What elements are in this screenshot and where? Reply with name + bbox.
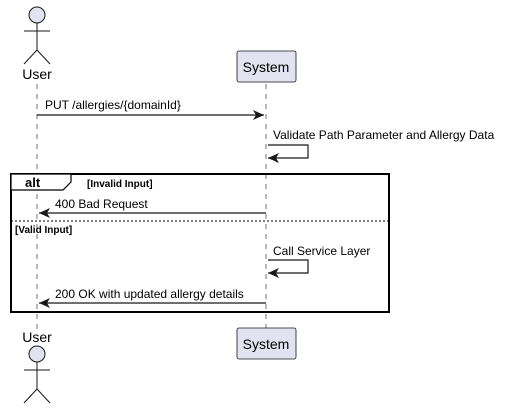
message-arrowhead-2 — [268, 153, 279, 163]
message-label-5: 200 OK with updated allergy details — [55, 287, 244, 301]
message-label-1: PUT /allergies/{domainId} — [45, 98, 181, 112]
user-actor-top — [23, 6, 51, 65]
user-label-bottom: User — [22, 329, 52, 345]
alt-guard-invalid: [Invalid Input] — [87, 179, 153, 190]
message-label-3: 400 Bad Request — [55, 197, 148, 211]
alt-fragment-frame — [10, 173, 390, 313]
message-arrow-2 — [268, 144, 309, 159]
system-box-top — [236, 50, 297, 83]
message-arrow-4 — [268, 259, 309, 274]
message-label-4: Call Service Layer — [273, 244, 370, 258]
system-box-bottom — [236, 327, 297, 360]
message-label-2: Validate Path Parameter and Allergy Data — [273, 128, 495, 142]
user-label-top: User — [22, 66, 52, 82]
system-label-top: System — [243, 59, 290, 75]
alt-operator-label: alt — [25, 175, 41, 190]
alt-guard-valid: [Valid Input] — [15, 225, 72, 236]
message-arrowhead-4 — [268, 268, 279, 278]
alt-fragment-tab — [10, 173, 72, 191]
system-label-bottom: System — [243, 336, 290, 352]
message-arrowhead-3 — [39, 208, 50, 218]
user-actor-bottom — [23, 345, 51, 404]
message-arrowhead-5 — [39, 298, 50, 308]
message-arrowhead-1 — [253, 110, 264, 120]
